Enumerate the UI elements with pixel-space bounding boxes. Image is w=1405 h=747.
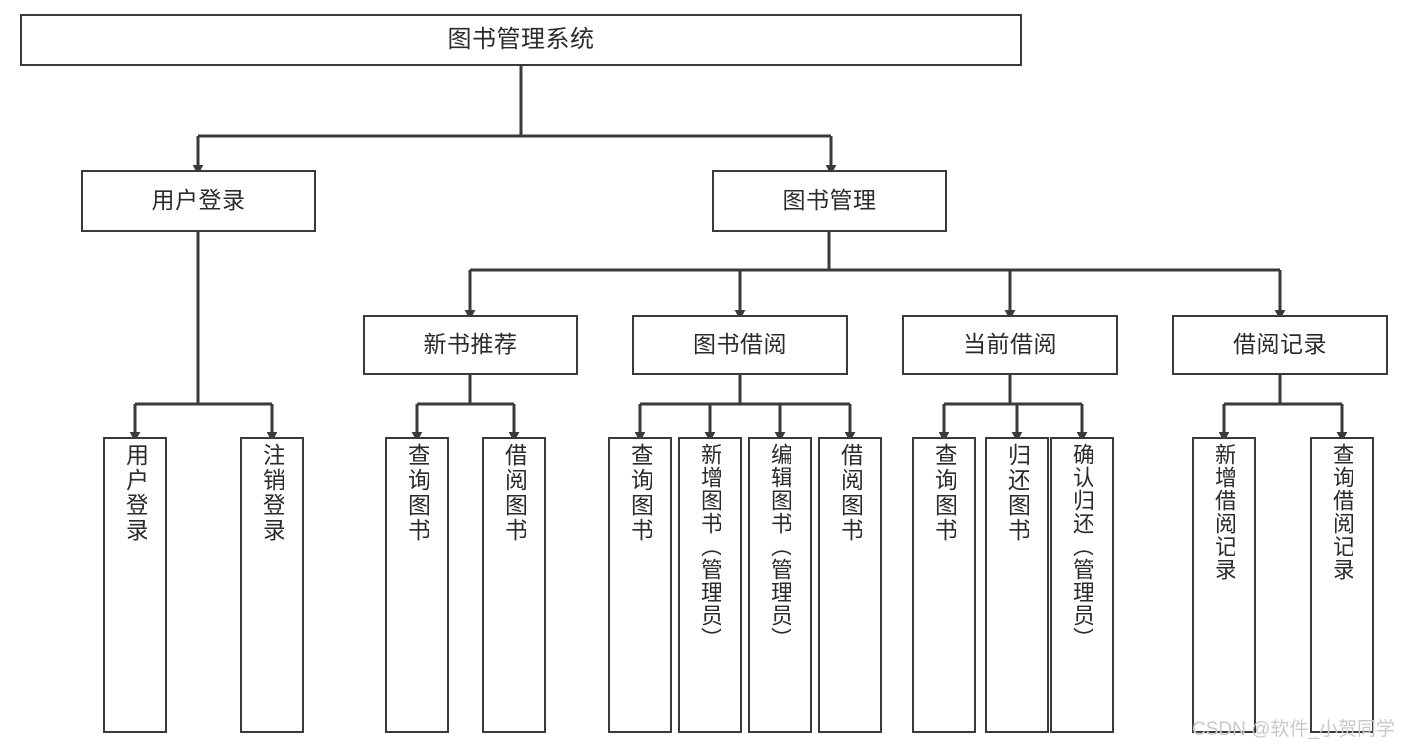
node-borrow-record-label: 借阅记录: [1233, 331, 1327, 358]
node-root[interactable]: 图书管理系统: [20, 14, 1022, 66]
node-leaf-return-book[interactable]: 归还图书: [985, 437, 1049, 733]
node-leaf-query-book-3[interactable]: 查询图书: [912, 437, 976, 733]
node-new-book-recommend[interactable]: 新书推荐: [363, 315, 578, 375]
node-leaf-query-borrow-record[interactable]: 查询借阅记录: [1310, 437, 1374, 733]
node-leaf-user-login[interactable]: 用户登录: [103, 437, 167, 733]
node-root-label: 图书管理系统: [447, 25, 595, 53]
node-leaf-query-book-2[interactable]: 查询图书: [608, 437, 672, 733]
node-leaf-add-book-admin-label: 新增图书（管理员）: [699, 443, 721, 650]
node-book-borrow[interactable]: 图书借阅: [632, 315, 848, 375]
node-leaf-confirm-return-admin[interactable]: 确认归还（管理员）: [1050, 437, 1114, 733]
node-leaf-query-borrow-record-label: 查询借阅记录: [1331, 443, 1353, 581]
node-leaf-query-book-2-label: 查询图书: [628, 443, 652, 543]
node-current-borrow[interactable]: 当前借阅: [902, 315, 1118, 375]
node-leaf-edit-book-admin-label: 编辑图书（管理员）: [769, 443, 791, 650]
node-book-borrow-label: 图书借阅: [693, 331, 787, 358]
node-leaf-add-book-admin[interactable]: 新增图书（管理员）: [678, 437, 742, 733]
node-leaf-add-borrow-record[interactable]: 新增借阅记录: [1192, 437, 1256, 733]
csdn-watermark: CSDN @软件_小贺同学: [1192, 719, 1395, 740]
node-user-login-label: 用户登录: [151, 187, 246, 214]
node-leaf-logout-login[interactable]: 注销登录: [240, 437, 304, 733]
node-leaf-return-book-label: 归还图书: [1005, 443, 1029, 543]
node-leaf-query-book-1[interactable]: 查询图书: [385, 437, 449, 733]
node-leaf-borrow-book-1-label: 借阅图书: [502, 443, 526, 543]
node-new-book-recommend-label: 新书推荐: [423, 331, 518, 358]
node-leaf-user-login-label: 用户登录: [123, 443, 147, 543]
node-leaf-query-book-1-label: 查询图书: [405, 443, 429, 543]
node-leaf-borrow-book-2-label: 借阅图书: [838, 443, 862, 543]
node-leaf-edit-book-admin[interactable]: 编辑图书（管理员）: [748, 437, 812, 733]
node-leaf-logout-login-label: 注销登录: [260, 443, 284, 543]
node-leaf-query-book-3-label: 查询图书: [932, 443, 956, 543]
node-leaf-borrow-book-2[interactable]: 借阅图书: [818, 437, 882, 733]
node-borrow-record[interactable]: 借阅记录: [1172, 315, 1388, 375]
node-leaf-borrow-book-1[interactable]: 借阅图书: [482, 437, 546, 733]
node-book-manage-label: 图书管理: [782, 187, 877, 214]
node-leaf-confirm-return-admin-label: 确认归还（管理员）: [1071, 443, 1093, 650]
node-current-borrow-label: 当前借阅: [963, 331, 1057, 358]
node-leaf-add-borrow-record-label: 新增借阅记录: [1213, 443, 1235, 581]
node-user-login[interactable]: 用户登录: [81, 170, 316, 232]
node-book-manage[interactable]: 图书管理: [712, 170, 947, 232]
